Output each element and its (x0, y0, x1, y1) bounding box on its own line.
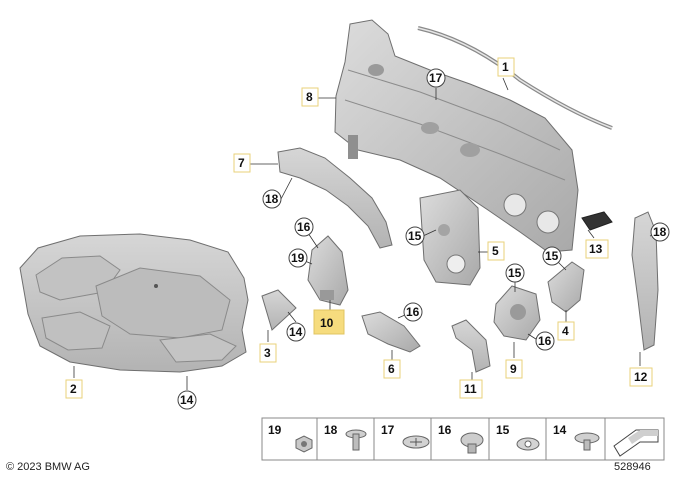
callout-16-upper: 16 (297, 220, 311, 234)
callout-8: 8 (306, 90, 313, 104)
fastener-legend: 19 18 17 16 15 14 (261, 417, 665, 461)
small-block-part[interactable] (581, 211, 613, 231)
bulkhead-panel-part[interactable] (334, 19, 579, 253)
callout-6: 6 (388, 362, 395, 376)
callout-labels: 1 17 8 7 18 15 5 13 18 15 15 4 16 9 16 1… (65, 57, 670, 410)
legend-label-14: 14 (553, 423, 567, 437)
legend-label-17: 17 (381, 423, 395, 437)
callout-4: 4 (562, 324, 569, 338)
side-bracket-part[interactable] (277, 147, 393, 249)
block-part-10[interactable] (307, 235, 349, 306)
callout-9: 9 (510, 362, 517, 376)
callout-15-right: 15 (545, 249, 559, 263)
callout-15-left: 15 (408, 229, 422, 243)
callout-17-top: 17 (429, 71, 443, 85)
duct-part-11[interactable] (451, 319, 491, 373)
callout-13: 13 (589, 242, 603, 256)
callout-14-bottom: 14 (180, 393, 194, 407)
callout-14-mid: 14 (289, 325, 303, 339)
legend-label-15: 15 (496, 423, 510, 437)
callout-5: 5 (492, 244, 499, 258)
assembly-part-9[interactable] (493, 285, 541, 341)
expanding-nut-icon (460, 432, 484, 454)
legend-label-18: 18 (324, 423, 338, 437)
bracket-part-6[interactable] (361, 311, 421, 353)
callout-15-mid: 15 (508, 266, 522, 280)
legend-label-19: 19 (268, 423, 282, 437)
diagram-number: 528946 (614, 461, 651, 473)
expanding-rivet-icon (345, 429, 367, 451)
callout-16-lower: 16 (406, 305, 420, 319)
callout-1: 1 (502, 60, 509, 74)
underbody-shield-part[interactable] (19, 233, 249, 373)
bracket-part-4[interactable] (547, 261, 585, 313)
callout-12: 12 (634, 370, 648, 384)
callout-11: 11 (464, 382, 477, 396)
callout-19-diagram: 19 (291, 251, 305, 265)
long-strip-part[interactable] (631, 211, 659, 351)
insulation-panel-part[interactable] (419, 189, 481, 286)
callout-16-right: 16 (538, 334, 552, 348)
clip-nut-icon (516, 437, 540, 451)
triangle-part-3[interactable] (261, 289, 297, 331)
mushroom-clip-icon (574, 432, 600, 451)
callout-2: 2 (70, 382, 77, 396)
callout-3: 3 (264, 346, 271, 360)
callout-7: 7 (238, 156, 245, 170)
callout-18-right: 18 (653, 225, 667, 239)
legend-label-16: 16 (438, 423, 452, 437)
callout-10: 10 (320, 316, 334, 330)
arrow-shape-icon (613, 429, 659, 457)
callout-18-left: 18 (265, 192, 279, 206)
copyright-text: © 2023 BMW AG (6, 461, 90, 473)
push-clip-icon (402, 435, 430, 449)
hex-nut-icon (295, 435, 313, 453)
